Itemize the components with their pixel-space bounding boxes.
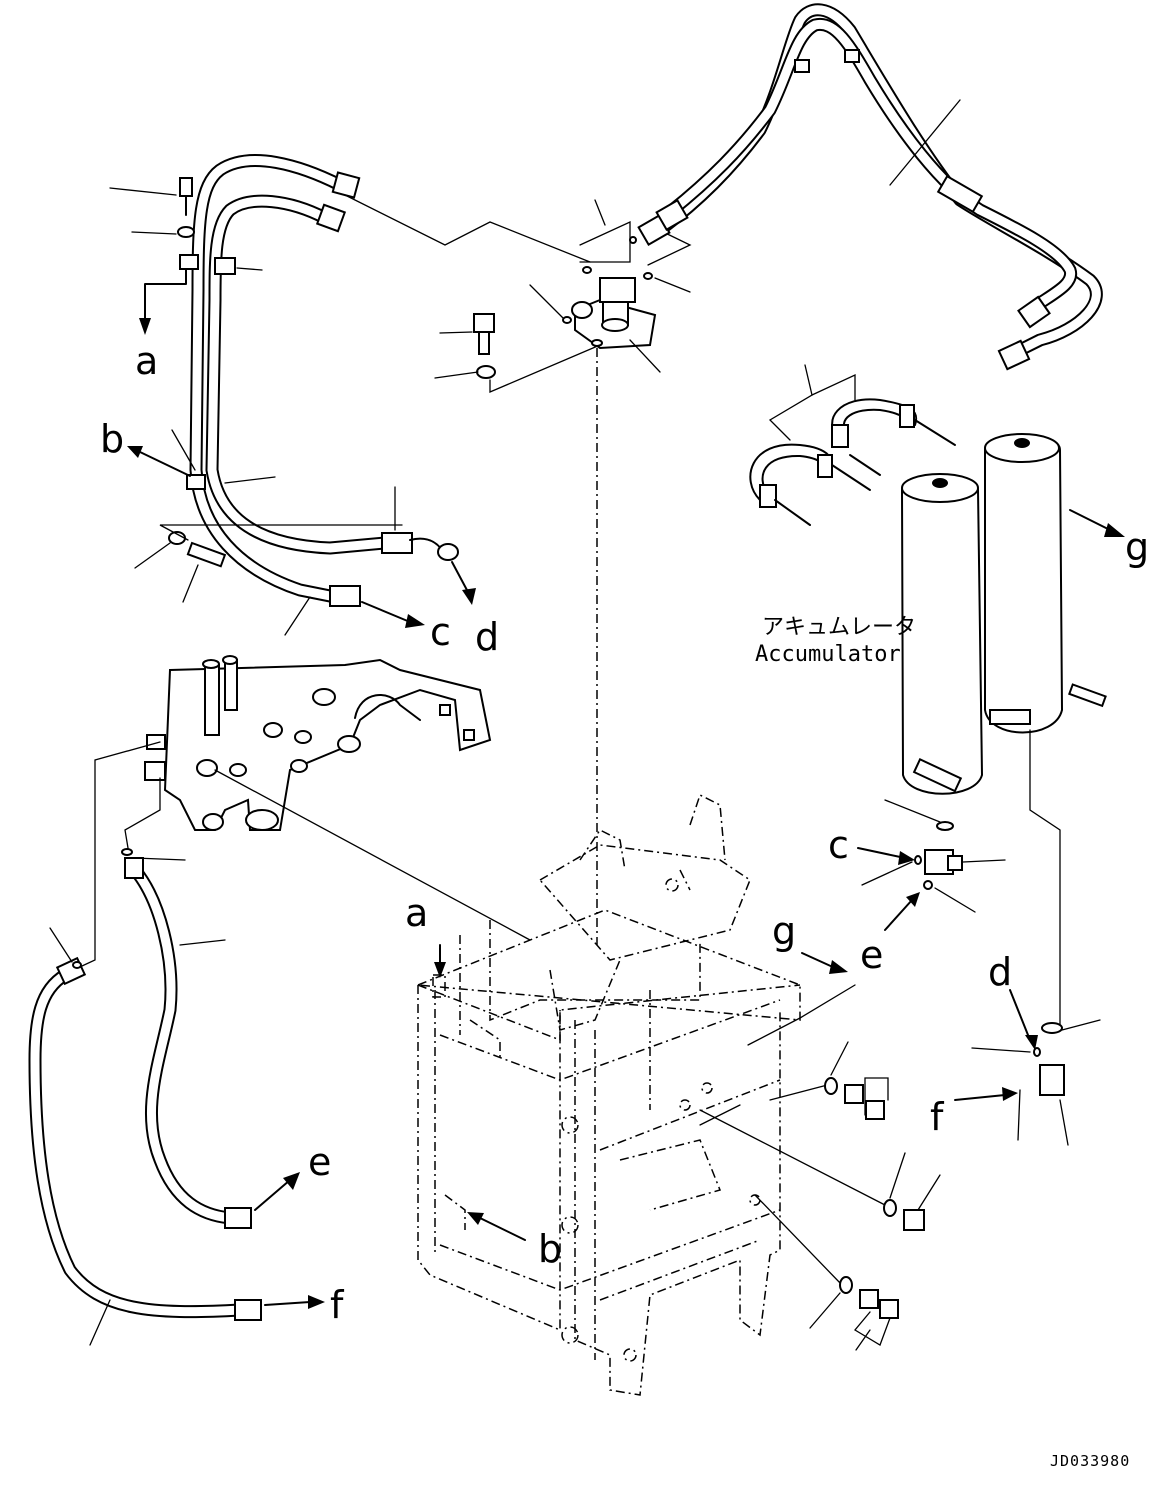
callout-a-lower: a	[405, 891, 428, 935]
lower-left-hoses	[28, 857, 325, 1346]
callout-f-upper: f	[330, 1283, 345, 1327]
callout-e-lower: e	[860, 933, 883, 977]
accumulator-bands	[749, 364, 956, 526]
upper-right-hose-assembly	[637, 3, 1103, 371]
callout-g-lower: g	[772, 909, 796, 953]
accumulator-label-jp: アキュムレータ	[762, 615, 916, 640]
upper-left-hose-assembly	[109, 154, 476, 636]
frame-hardware	[434, 944, 941, 1351]
solenoid-valve-assembly	[344, 194, 692, 945]
callout-d-upper: d	[475, 615, 499, 659]
callout-b-upper: b	[100, 417, 124, 461]
callout-labels: a b c d g a b c d e e f f g	[100, 339, 1149, 1327]
callout-d-lower: d	[988, 950, 1012, 994]
callout-b-lower: b	[538, 1227, 562, 1271]
accumulator-cylinders	[884, 433, 1125, 1029]
callout-c-lower: c	[828, 823, 849, 867]
callout-e-upper: e	[308, 1140, 331, 1184]
accumulator-label-en: Accumulator	[755, 642, 901, 667]
mounting-frame	[417, 793, 801, 1396]
callout-a-upper: a	[135, 339, 158, 383]
drawing-code: JD033980	[1050, 1452, 1130, 1470]
callout-c-upper: c	[430, 610, 451, 654]
elbow-fittings	[801, 847, 1101, 1146]
callout-g-upper: g	[1125, 525, 1149, 569]
control-valve-block	[81, 655, 531, 967]
callout-f-lower: f	[930, 1095, 945, 1139]
accumulator-caption: アキュムレータ Accumulator	[755, 615, 916, 667]
